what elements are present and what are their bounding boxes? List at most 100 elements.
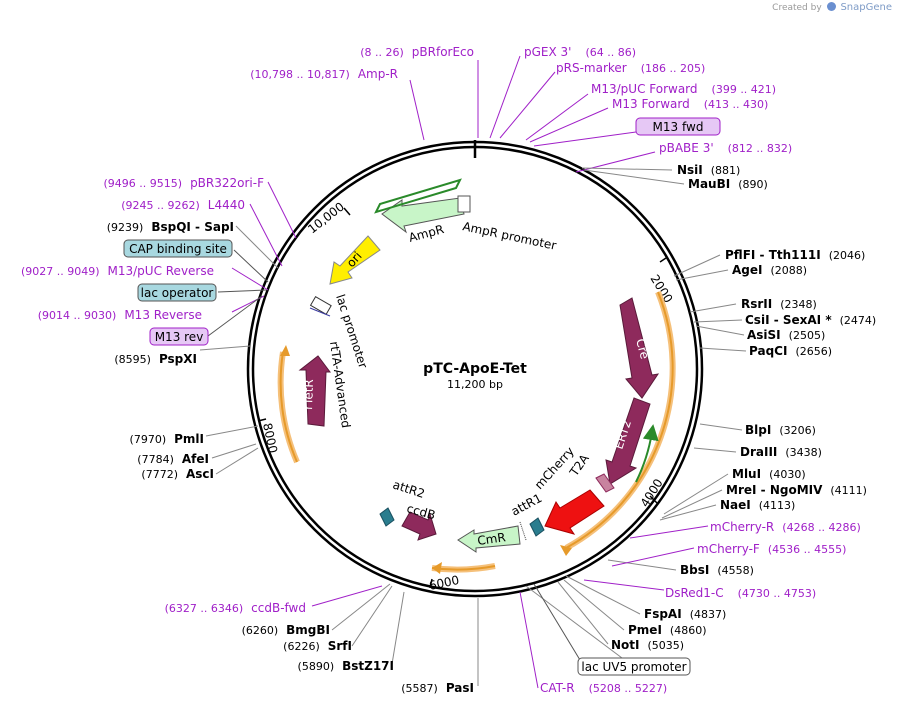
svg-text:PflFI - Tth111I(2046): PflFI - Tth111I(2046) — [725, 248, 865, 262]
enzyme-agei: AgeI — [732, 263, 762, 277]
feature-cmr[interactable]: CmR — [457, 525, 521, 553]
svg-text:AsiSI(2505): AsiSI(2505) — [747, 328, 825, 342]
svg-text:(9027 .. 9049)M13/pUC Reverse: (9027 .. 9049)M13/pUC Reverse — [21, 264, 214, 278]
svg-text:(8 .. 26)pBRforEco: (8 .. 26)pBRforEco — [360, 45, 474, 59]
enzyme-noti: NotI — [611, 638, 640, 652]
primer-m13-forward: M13 Forward — [612, 97, 690, 111]
svg-text:(8595)PspXI: (8595)PspXI — [114, 352, 197, 366]
svg-text:(6260)BmgBI: (6260)BmgBI — [242, 623, 330, 637]
enzyme-srfi: SrfI — [328, 639, 352, 653]
svg-text:CAT-R(5208 .. 5227): CAT-R(5208 .. 5227) — [540, 681, 667, 695]
primer-m13-puc-reverse: M13/pUC Reverse — [108, 264, 215, 278]
svg-text:DraIII(3438): DraIII(3438) — [740, 445, 822, 459]
enzyme-pmei: PmeI — [628, 623, 662, 637]
feature-label-attr1: attR1 — [509, 491, 544, 519]
svg-text:pBABE 3'(812 .. 832): pBABE 3'(812 .. 832) — [659, 141, 792, 155]
feature-rtetr[interactable]: rTetR — [298, 355, 331, 427]
primer-cat-r: CAT-R — [540, 681, 575, 695]
primer-pgex-3: pGEX 3' — [524, 45, 571, 59]
rtta-advanced-arc — [279, 351, 298, 463]
svg-text:MluI(4030): MluI(4030) — [732, 467, 806, 481]
tick-label-8000: 8000 — [260, 422, 280, 455]
enzyme-afei: AfeI — [182, 452, 209, 466]
label-lac-uv5-promoter: lac UV5 promoter — [581, 660, 686, 674]
enzyme-bmgbi: BmgBI — [286, 623, 330, 637]
feature-attr1[interactable] — [529, 517, 545, 537]
svg-text:PmeI(4860): PmeI(4860) — [628, 623, 706, 637]
svg-text:(5890)BstZ17I: (5890)BstZ17I — [298, 659, 394, 673]
enzyme-leaders-left — [199, 225, 479, 686]
feature-mcherry[interactable] — [544, 489, 605, 535]
enzyme-bstz17i: BstZ17I — [342, 659, 394, 673]
feature-ert2[interactable]: ERT2 — [605, 397, 651, 485]
feature-label-attr2: attR2 — [391, 478, 426, 501]
snapgene-credit: Created by SnapGene — [772, 2, 892, 13]
feature-label-ampr-promoter: AmpR promoter — [461, 219, 557, 253]
primer-leaders-right — [519, 525, 709, 689]
feature-label-ampr: AmpR — [407, 222, 445, 245]
box-leaders — [207, 249, 581, 661]
enzyme-paqci: PaqCI — [749, 344, 787, 358]
svg-text:(7784)AfeI: (7784)AfeI — [137, 452, 209, 466]
snapgene-logo-icon — [826, 2, 836, 11]
feature-t2a[interactable] — [595, 473, 615, 493]
svg-text:NotI(5035): NotI(5035) — [611, 638, 684, 652]
cre-ert2-region-arc — [565, 291, 674, 549]
enzyme-bbsi: BbsI — [680, 563, 709, 577]
enzyme-fspai: FspAI — [644, 607, 682, 621]
feature-label-cmr: CmR — [476, 530, 506, 548]
primer-leaders-top — [409, 55, 656, 173]
enzyme-labels-right: NsiI(881) MauBI(890) PflFI - Tth111I(204… — [611, 163, 876, 652]
primer-dsred1-c: DsRed1-C — [665, 586, 724, 600]
svg-text:pRS-marker(186 .. 205): pRS-marker(186 .. 205) — [556, 61, 705, 75]
enzyme-pmli: PmlI — [174, 432, 204, 446]
feature-ccdb[interactable] — [401, 511, 437, 541]
enzyme-labels-left: (9239)BspQI - SapI (8595)PspXI (7970)Pml… — [107, 220, 474, 695]
enzyme-pspxi: PspXI — [159, 352, 197, 366]
svg-text:(7970)PmlI: (7970)PmlI — [130, 432, 204, 446]
enzyme-asci: AscI — [186, 467, 214, 481]
feature-ori[interactable]: ori — [329, 235, 381, 285]
svg-text:BbsI(4558): BbsI(4558) — [680, 563, 754, 577]
small-green-arc-arrow — [635, 424, 659, 483]
enzyme-bspqi: BspQI — [151, 220, 191, 234]
svg-text:(9014 .. 9030)M13 Reverse: (9014 .. 9030)M13 Reverse — [38, 308, 202, 322]
plasmid-name: pTC-ApoE-Tet — [423, 361, 527, 377]
svg-text:(9245 .. 9262)L4440: (9245 .. 9262)L4440 — [121, 198, 245, 212]
primer-pbr322ori-f: pBR322ori-F — [190, 176, 264, 190]
feature-label-rtetr: rTetR — [301, 379, 316, 410]
svg-text:AgeI(2088): AgeI(2088) — [732, 263, 807, 277]
svg-text:NaeI(4113): NaeI(4113) — [720, 498, 795, 512]
svg-text:M13 Forward(413 .. 430): M13 Forward(413 .. 430) — [612, 97, 768, 111]
label-cap-binding-site: CAP binding site — [129, 242, 227, 256]
enzyme-mrei: MreI — [726, 483, 756, 497]
primer-m13-puc-forward: M13/pUC Forward — [591, 82, 698, 96]
primer-l4440: L4440 — [208, 198, 245, 212]
enzyme-rsrii: RsrII — [741, 297, 772, 311]
svg-text:(9496 .. 9515)pBR322ori-F: (9496 .. 9515)pBR322ori-F — [104, 176, 265, 190]
feature-lac-promoter[interactable] — [309, 295, 332, 317]
enzyme-asisi: AsiSI — [747, 328, 781, 342]
enzyme-pflfi: PflFI — [725, 248, 755, 262]
enzyme-draiii: DraIII — [740, 445, 777, 459]
svg-text:CsiI - SexAI *(2474): CsiI - SexAI *(2474) — [745, 313, 876, 327]
svg-text:PaqCI(2656): PaqCI(2656) — [749, 344, 832, 358]
enzyme-mlui: MluI — [732, 467, 761, 481]
ampr-green-outline-arrow — [374, 178, 462, 214]
svg-text:MauBI(890): MauBI(890) — [688, 177, 768, 191]
boxed-feature-labels: M13 fwd CAP binding site lac operator M1… — [123, 117, 721, 676]
primer-pbrforeco: pBRforEco — [412, 45, 474, 59]
tick-label-6000: 6000 — [428, 573, 461, 593]
snapgene-brand-text: SnapGene — [840, 2, 892, 13]
primer-mcherry-f: mCherry-F — [697, 542, 760, 556]
svg-text:mCherry-R(4268 .. 4286): mCherry-R(4268 .. 4286) — [710, 520, 861, 534]
enzyme-pasi: PasI — [446, 681, 474, 695]
feature-ampr[interactable]: AmpR — [381, 197, 465, 245]
svg-text:(5587)PasI: (5587)PasI — [401, 681, 474, 695]
svg-text:M13/pUC Forward(399 .. 421): M13/pUC Forward(399 .. 421) — [591, 82, 776, 96]
feature-label-rtta-advanced: rtTA-Advanced — [327, 340, 353, 428]
enzyme-nsii: NsiI — [677, 163, 703, 177]
feature-attr2[interactable] — [379, 507, 395, 527]
feature-label-cre: Cre — [633, 337, 652, 360]
feature-cre[interactable]: Cre — [619, 297, 660, 399]
